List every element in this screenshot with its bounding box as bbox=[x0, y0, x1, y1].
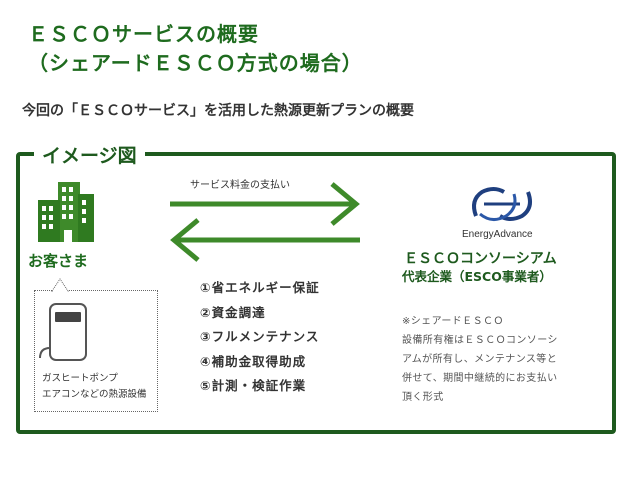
energy-advance-logo-icon bbox=[472, 187, 532, 221]
note-line: アムが所有し、メンテナンス等と bbox=[402, 354, 558, 365]
service-item: ③フルメンテナンス bbox=[200, 329, 320, 344]
service-arrow-left bbox=[170, 218, 360, 262]
shared-esco-note: ※シェアードＥＳＣＯ 設備所有権はＥＳＣＯコンソーシ アムが所有し、メンテナンス… bbox=[402, 312, 558, 407]
logo-text: EnergyAdvance bbox=[462, 229, 533, 240]
service-item: ①省エネルギー保証 bbox=[200, 280, 320, 295]
note-line: ※シェアードＥＳＣＯ bbox=[402, 316, 504, 327]
diagram-frame bbox=[16, 152, 616, 434]
provider-role: 代表企業（ESCO事業者） bbox=[402, 269, 552, 284]
page-subtitle: 今回の「ＥＳＣＯサービス」を活用した熱源更新プランの概要 bbox=[22, 103, 414, 119]
note-line: 設備所有権はＥＳＣＯコンソーシ bbox=[402, 335, 558, 346]
building-icon bbox=[38, 182, 94, 242]
service-item: ④補助金取得助成 bbox=[200, 353, 307, 369]
title-line-2: （シェアードＥＳＣＯ方式の場合） bbox=[28, 51, 363, 75]
customer-label: お客さま bbox=[28, 252, 89, 270]
equipment-caption-line-2: エアコンなどの熱源設備 bbox=[42, 389, 147, 400]
service-item: ②資金調達 bbox=[200, 304, 266, 320]
service-list: ①省エネルギー保証 ②資金調達 ③フルメンテナンス ④補助金取得助成 ⑤計測・検… bbox=[200, 276, 320, 399]
equipment-caption-line-1: ガスヒートポンプ bbox=[42, 373, 118, 384]
callout-pointer bbox=[51, 278, 69, 292]
equipment-caption: ガスヒートポンプ エアコンなどの熱源設備 bbox=[42, 371, 147, 403]
frame-label: イメージ図 bbox=[34, 141, 145, 168]
exchange-arrows bbox=[170, 182, 360, 262]
consortium-label: ＥＳＣＯコンソーシアム bbox=[404, 251, 557, 267]
title-line-1: ＥＳＣＯサービスの概要 bbox=[28, 22, 259, 46]
note-line: 頂く形式 bbox=[402, 392, 444, 403]
service-item: ⑤計測・検証作業 bbox=[200, 378, 307, 393]
heat-pump-icon bbox=[39, 303, 87, 361]
payment-arrow-right bbox=[170, 182, 360, 226]
note-line: 併せて、期間中継続的にお支払い bbox=[402, 373, 558, 384]
payment-label: サービス料金の支払い bbox=[190, 180, 290, 191]
page-title: ＥＳＣＯサービスの概要 （シェアードＥＳＣＯ方式の場合） bbox=[28, 20, 363, 78]
